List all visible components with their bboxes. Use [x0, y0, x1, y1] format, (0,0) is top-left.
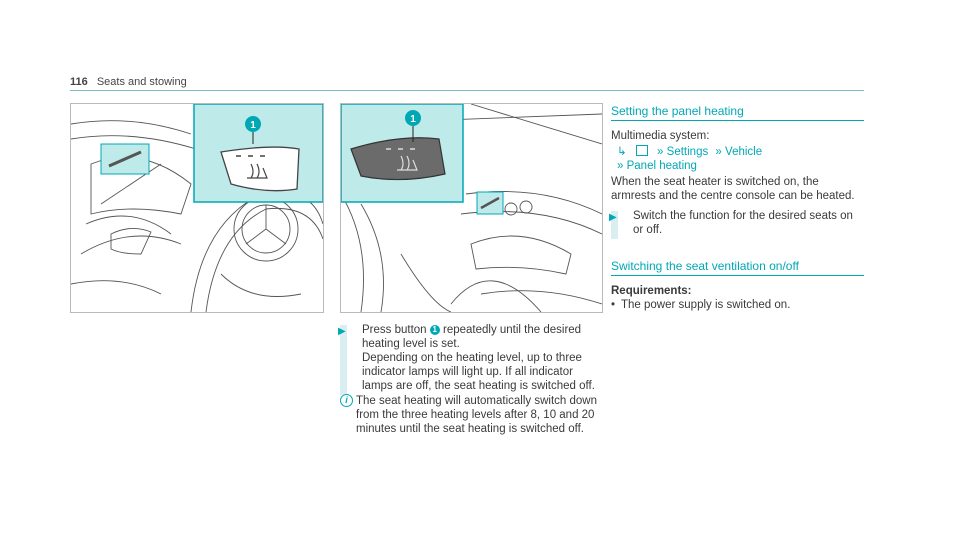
callout-number: 1: [250, 120, 256, 131]
info-text: The seat heating will automatically swit…: [356, 395, 597, 435]
info-icon: i: [340, 394, 353, 407]
path-panel-heating: Panel heating: [626, 160, 697, 172]
path-settings: Settings: [666, 146, 709, 158]
figure-door-seat-heating: 1: [340, 103, 603, 313]
info-note: i The seat heating will automatically sw…: [340, 394, 600, 436]
chevron-icon: »: [657, 146, 664, 158]
page-number: 116: [70, 76, 88, 88]
step-text-after: repeatedly until the desired heating lev…: [362, 324, 582, 350]
right-column: Setting the panel heating Multimedia sys…: [609, 104, 864, 312]
header-rule: [70, 90, 864, 91]
callout-badge: 1: [429, 325, 440, 335]
home-icon: [635, 145, 648, 156]
panel-heating-step-text: Switch the function for the desired seat…: [633, 210, 853, 236]
step-arrow-icon-2: ▶: [609, 212, 617, 223]
chevron-icon-2: »: [715, 146, 722, 158]
step-arrow-icon: ▶: [338, 326, 346, 337]
callout-number-2: 1: [410, 114, 416, 125]
navigation-path: ↳ » Settings » Vehicle » Panel heating: [611, 145, 864, 173]
step-text-line2: Depending on the heating level, up to th…: [362, 352, 595, 392]
panel-heating-desc: When the seat heater is switched on, the…: [611, 176, 855, 202]
enter-arrow-icon: ↳: [617, 146, 627, 158]
step-text-before: Press button: [362, 324, 427, 336]
path-vehicle: Vehicle: [725, 146, 763, 158]
chevron-icon-3: »: [617, 160, 624, 172]
figure-dashboard-seat-heating: 1: [70, 103, 324, 313]
page-header: 116 Seats and stowing: [70, 76, 187, 88]
panel-heating-title: Setting the panel heating: [611, 104, 864, 121]
instruction-step: ▶ Press button 1 repeatedly until the de…: [338, 323, 600, 395]
seat-heating-instructions: ▶ Press button 1 repeatedly until the de…: [338, 323, 600, 436]
multimedia-intro: Multimedia system:: [611, 130, 710, 142]
requirements-label: Requirements:: [611, 285, 692, 297]
ventilation-title: Switching the seat ventilation on/off: [611, 259, 864, 276]
panel-heating-step: ▶ Switch the function for the desired se…: [609, 209, 864, 239]
requirement-item: The power supply is switched on.: [611, 298, 864, 312]
section-title: Seats and stowing: [96, 76, 187, 88]
